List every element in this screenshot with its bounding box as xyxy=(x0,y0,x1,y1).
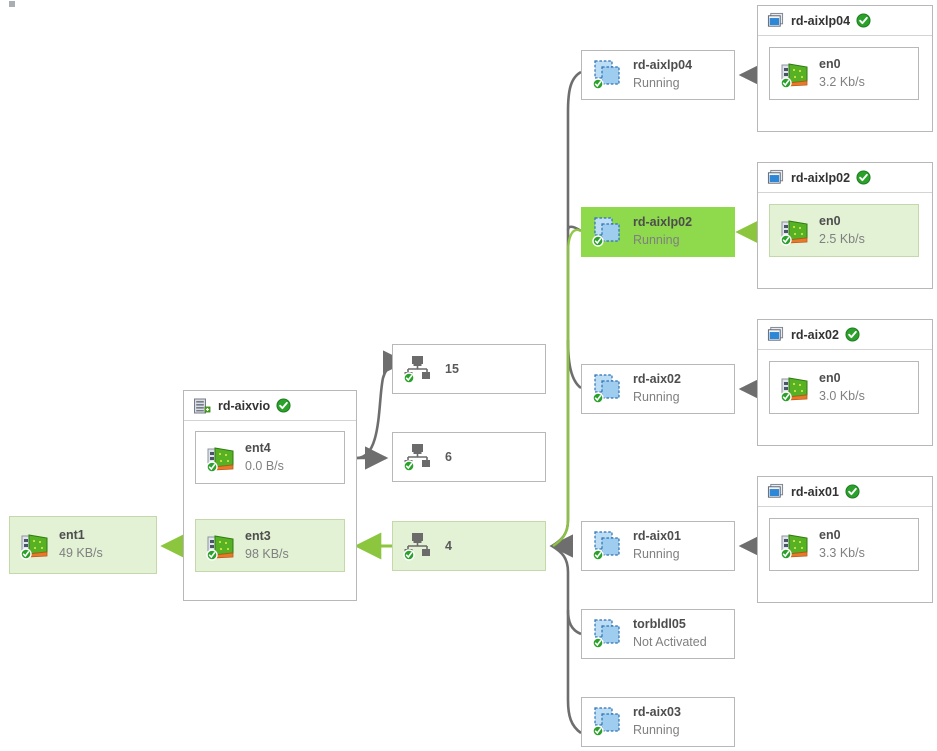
status-ok-icon xyxy=(845,484,860,499)
network-adapter-icon xyxy=(780,62,808,89)
adapter-name: ent3 xyxy=(245,528,271,543)
lpar-box-rd-aix01[interactable]: rd-aix01 Running xyxy=(581,521,735,571)
adapter-name: en0 xyxy=(819,213,841,228)
lpar-icon xyxy=(592,707,620,737)
lpar-state: Running xyxy=(633,723,680,737)
adapter-name: ent4 xyxy=(245,440,271,455)
adapter-ent1[interactable]: ent1 49 KB/s xyxy=(9,516,157,574)
adapter-en0[interactable]: en0 3.0 Kb/s xyxy=(769,361,919,414)
vios-header[interactable]: rd-aixvio xyxy=(184,391,356,421)
adapter-name: en0 xyxy=(819,56,841,71)
lpar-icon xyxy=(592,60,620,90)
lpar-box-torbldl05[interactable]: torbldl05 Not Activated xyxy=(581,609,735,659)
adapter-rate: 3.0 Kb/s xyxy=(819,388,865,403)
status-ok-icon xyxy=(856,170,871,185)
partition-frame-rd-aixlp02: rd-aixlp02 en0 2.5 Kb/s xyxy=(757,162,933,289)
lpar-name: rd-aix01 xyxy=(633,529,681,544)
lpar-state: Running xyxy=(633,390,680,404)
capture-artifact xyxy=(9,1,15,7)
partition-bracket-highlight xyxy=(552,228,582,547)
partition-frame-rd-aix02: rd-aix02 en0 3.0 Kb/s xyxy=(757,319,933,446)
vlan-network-icon xyxy=(403,533,430,561)
partition-frame-header[interactable]: rd-aix01 xyxy=(758,477,932,507)
lpar-box-rd-aixlp04[interactable]: rd-aixlp04 Running xyxy=(581,50,735,100)
adapter-name: en0 xyxy=(819,370,841,385)
network-adapter-icon xyxy=(206,446,234,473)
lpar-box-rd-aix02[interactable]: rd-aix02 Running xyxy=(581,364,735,414)
lpar-state: Running xyxy=(633,233,680,247)
network-adapter-icon xyxy=(780,376,808,403)
lpar-name: rd-aixlp02 xyxy=(633,215,693,230)
network-adapter-icon xyxy=(780,219,808,246)
vlan-box-6[interactable]: 6 xyxy=(392,432,546,482)
partition-bracket xyxy=(549,70,582,735)
window-icon xyxy=(767,483,784,498)
adapter-rate: 98 KB/s xyxy=(245,546,289,561)
lpar-icon xyxy=(592,531,620,561)
vlan-network-icon xyxy=(403,444,430,472)
adapter-name: en0 xyxy=(819,527,841,542)
lpar-icon xyxy=(592,217,620,247)
vlan-id: 15 xyxy=(445,362,459,376)
vlan-network-icon xyxy=(403,356,430,384)
vlan-id: 6 xyxy=(445,450,452,464)
lpar-state: Running xyxy=(633,547,680,561)
partition-frame-rd-aixlp04: rd-aixlp04 en0 3.2 Kb/s xyxy=(757,5,933,132)
partition-frame-name: rd-aixlp02 xyxy=(791,170,851,185)
vios-frame: rd-aixvio ent4 0.0 B/s xyxy=(183,390,357,601)
lpar-box-rd-aix03[interactable]: rd-aix03 Running xyxy=(581,697,735,747)
adapter-ent4[interactable]: ent4 0.0 B/s xyxy=(195,431,345,484)
network-adapter-icon xyxy=(780,533,808,560)
lpar-state: Not Activated xyxy=(633,635,707,649)
adapter-rate: 0.0 B/s xyxy=(245,458,284,473)
server-icon xyxy=(194,398,211,413)
adapter-rate: 3.3 Kb/s xyxy=(819,545,865,560)
vios-name: rd-aixvio xyxy=(218,398,271,413)
window-icon xyxy=(767,12,784,27)
lpar-icon xyxy=(592,374,620,404)
lpar-name: torbldl05 xyxy=(633,617,686,632)
adapter-en0[interactable]: en0 3.2 Kb/s xyxy=(769,47,919,100)
status-ok-icon xyxy=(845,327,860,342)
vlan-id: 4 xyxy=(445,539,452,553)
adapter-en0[interactable]: en0 3.3 Kb/s xyxy=(769,518,919,571)
status-ok-icon xyxy=(856,13,871,28)
partition-frame-header[interactable]: rd-aixlp02 xyxy=(758,163,932,193)
lpar-name: rd-aix03 xyxy=(633,705,681,720)
partition-frame-name: rd-aix02 xyxy=(791,327,839,342)
window-icon xyxy=(767,326,784,341)
adapter-en0[interactable]: en0 2.5 Kb/s xyxy=(769,204,919,257)
lpar-icon xyxy=(592,619,620,649)
network-adapter-icon xyxy=(20,534,48,560)
lpar-name: rd-aix02 xyxy=(633,372,681,387)
partition-frame-name: rd-aixlp04 xyxy=(791,13,851,28)
adapter-rate: 2.5 Kb/s xyxy=(819,231,865,246)
partition-frame-header[interactable]: rd-aixlp04 xyxy=(758,6,932,36)
partition-frame-rd-aix01: rd-aix01 en0 3.3 Kb/s xyxy=(757,476,933,603)
vlan-box-15[interactable]: 15 xyxy=(392,344,546,394)
vlan-box-4[interactable]: 4 xyxy=(392,521,546,571)
adapter-ent3[interactable]: ent3 98 KB/s xyxy=(195,519,345,572)
adapter-rate: 49 KB/s xyxy=(59,546,103,560)
status-ok-icon xyxy=(276,398,291,413)
lpar-state: Running xyxy=(633,76,680,90)
adapter-name: ent1 xyxy=(59,528,85,543)
lpar-name: rd-aixlp04 xyxy=(633,58,693,73)
lpar-box-rd-aixlp02[interactable]: rd-aixlp02 Running xyxy=(581,207,735,257)
adapter-rate: 3.2 Kb/s xyxy=(819,74,865,89)
network-adapter-icon xyxy=(206,534,234,561)
window-icon xyxy=(767,169,784,184)
partition-frame-header[interactable]: rd-aix02 xyxy=(758,320,932,350)
partition-frame-name: rd-aix01 xyxy=(791,484,839,499)
